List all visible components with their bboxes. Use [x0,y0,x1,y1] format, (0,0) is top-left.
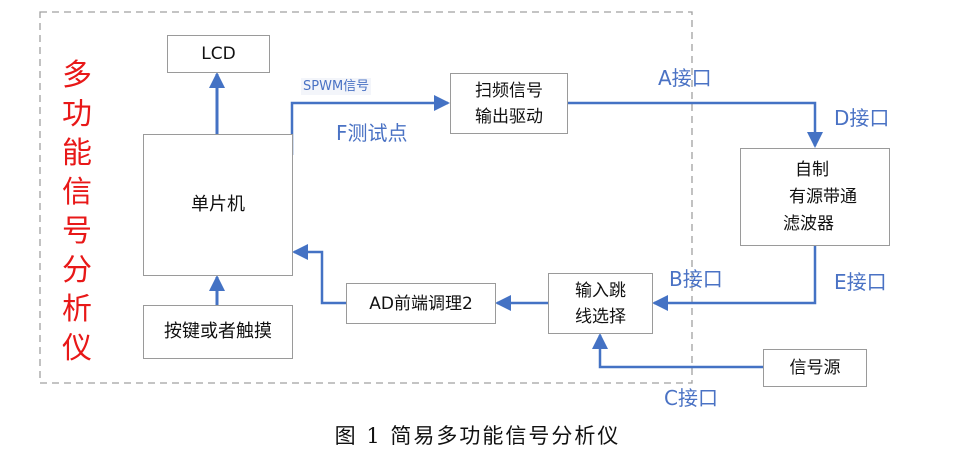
block-mcu: 单片机 [143,134,293,276]
block-filter-line: 自制 [795,159,829,180]
side-title-char: 多 [62,58,92,93]
block-filter-line: 有源带通 [789,186,857,207]
connector-ad-to-mcu [292,244,346,305]
label-port-c: C接口 [664,386,718,410]
connector-source-to-input [592,333,763,369]
block-keys: 按键或者触摸 [143,305,293,359]
label-port-e: E接口 [834,270,887,294]
block-lcd: LCD [167,35,270,73]
side-title-char: 功 [62,97,92,132]
label-port-a: A接口 [658,66,712,90]
block-mcu-label: 单片机 [191,194,245,215]
block-sweep-line: 扫频信号 [475,80,543,101]
label-port-b: B接口 [669,267,723,291]
side-title-char: 析 [62,292,92,327]
block-ad-label: AD前端调理2 [369,293,473,314]
block-lcd-label: LCD [201,44,236,64]
label-port-d: D接口 [834,106,890,130]
system-boundary [39,11,693,384]
label-spwm: SPWM信号 [301,78,372,95]
figure-caption: 图 1 简易多功能信号分析仪 [334,424,621,448]
block-input-line: 线选择 [575,306,626,327]
side-title: 多 功 能 信 号 分 析 仪 [60,56,94,368]
block-filter: 自制 有源带通 滤波器 [740,148,890,246]
side-title-char: 能 [62,136,92,171]
block-sweep-driver: 扫频信号 输出驱动 [450,73,568,134]
block-keys-label: 按键或者触摸 [164,321,272,342]
block-input-line: 输入跳 [575,280,626,301]
block-ad-frontend: AD前端调理2 [346,283,496,324]
connector-sweep-to-filter [567,101,823,148]
connector-filter-to-input [652,245,817,311]
block-sweep-line: 输出驱动 [475,106,543,127]
block-source-label: 信号源 [789,358,841,378]
block-filter-line: 滤波器 [783,213,834,234]
side-title-char: 仪 [62,331,92,366]
side-title-char: 信 [62,175,92,210]
block-signal-source: 信号源 [763,349,867,387]
side-title-char: 分 [62,253,92,288]
block-input-select: 输入跳 线选择 [548,273,653,334]
side-title-char: 号 [62,214,92,249]
label-test-point: F测试点 [336,121,408,145]
